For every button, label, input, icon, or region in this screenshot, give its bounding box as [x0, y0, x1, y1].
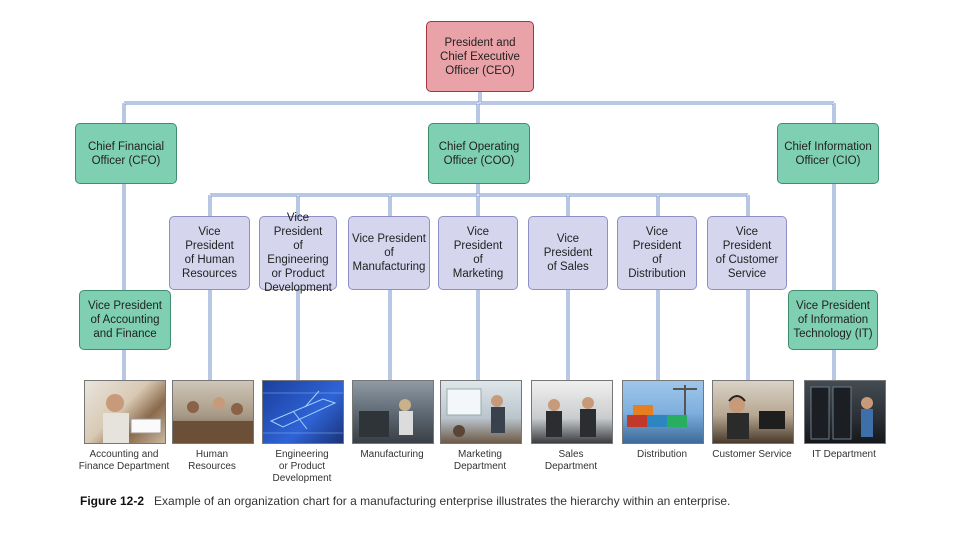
- callcenter-photo-icon: [712, 380, 794, 444]
- coo-box: Chief Operating Officer (COO): [428, 123, 530, 184]
- vp-hr-box: Vice President of Human Resources: [169, 216, 250, 290]
- vp-it-box: Vice President of Information Technology…: [788, 290, 878, 350]
- figure-number: Figure 12-2: [80, 494, 145, 508]
- factory-photo-icon: [352, 380, 434, 444]
- dept-label-accounting: Accounting and Finance Department: [78, 449, 170, 472]
- sales-photo-icon: [531, 380, 613, 444]
- presentation-photo-icon: [440, 380, 522, 444]
- caption-text: Example of an organization chart for a m…: [154, 494, 731, 508]
- vp-sales-box: Vice President of Sales: [528, 216, 608, 290]
- figure-caption: Figure 12-2 Example of an organization ch…: [80, 494, 730, 508]
- dept-label-engineering: Engineering or Product Development: [272, 449, 332, 484]
- accounting-photo-icon: [84, 380, 166, 444]
- dept-label-it: IT Department: [812, 449, 876, 460]
- dept-label-human-resources: Human Resources: [188, 449, 236, 472]
- server-photo-icon: [804, 380, 886, 444]
- vp-manufacturing-box: Vice President of Manufacturing: [348, 216, 430, 290]
- dept-label-manufacturing: Manufacturing: [360, 449, 424, 460]
- dept-label-customer-service: Customer Service: [712, 449, 792, 460]
- blueprint-photo-icon: [262, 380, 344, 444]
- cio-box: Chief Information Officer (CIO): [777, 123, 879, 184]
- shipping-photo-icon: [622, 380, 704, 444]
- vp-customer-service-box: Vice President of Customer Service: [707, 216, 787, 290]
- meeting-photo-icon: [172, 380, 254, 444]
- vp-engineering-box: Vice President of Engineering or Product…: [259, 212, 337, 294]
- vp-accounting-box: Vice President of Accounting and Finance: [79, 290, 171, 350]
- ceo-box: President and Chief Executive Officer (C…: [426, 21, 534, 92]
- cfo-box: Chief Financial Officer (CFO): [75, 123, 177, 184]
- dept-label-sales: Sales Department: [544, 449, 598, 472]
- dept-label-marketing: Marketing Department: [453, 449, 507, 472]
- vp-distribution-box: Vice President of Distribution: [617, 216, 697, 290]
- dept-label-distribution: Distribution: [636, 449, 688, 460]
- vp-marketing-box: Vice President of Marketing: [438, 216, 518, 290]
